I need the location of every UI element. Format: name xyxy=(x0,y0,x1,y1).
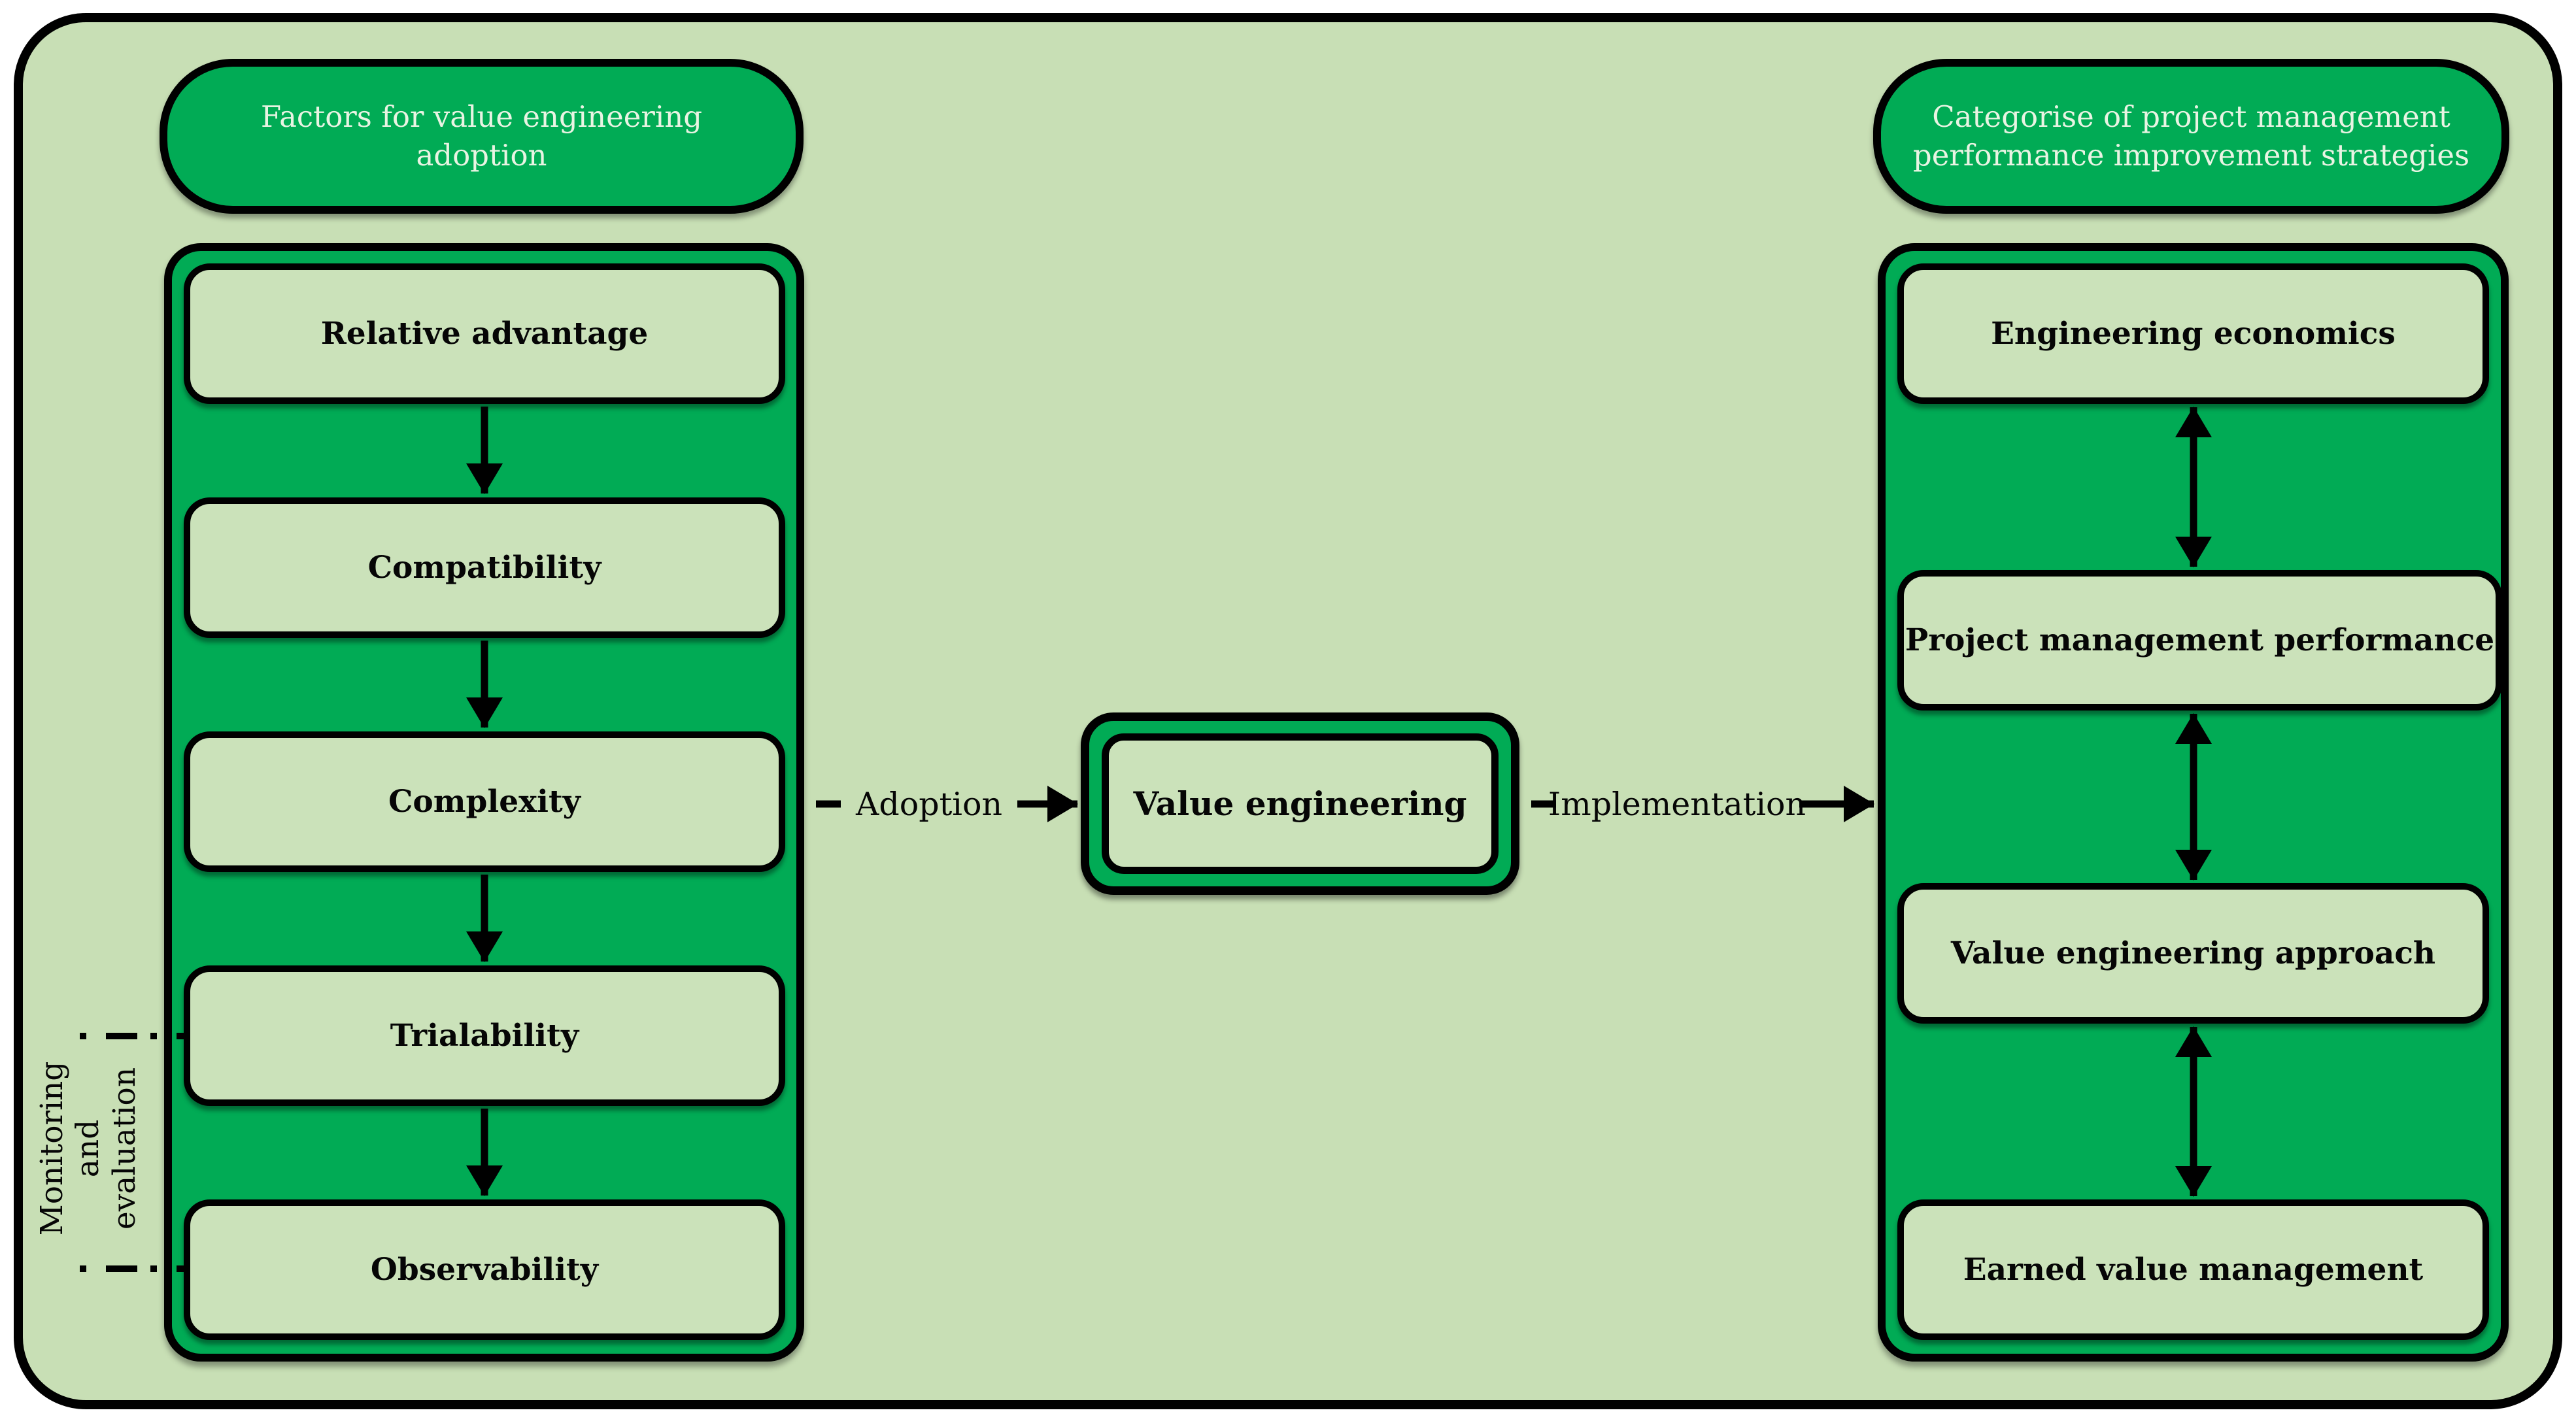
node-compatibility: Compatibility xyxy=(184,497,785,638)
left-header-label: Factors for value engineering adoption xyxy=(260,99,703,173)
right-header-pill: Categorise of project management perform… xyxy=(1873,59,2509,214)
value-engineering-box-frame: Value engineering xyxy=(1081,712,1519,895)
node-value-engineering-approach: Value engineering approach xyxy=(1897,883,2489,1024)
left-header-pill: Factors for value engineering adoption xyxy=(160,59,804,214)
node-relative-advantage: Relative advantage xyxy=(184,263,785,404)
node-earned-value-management: Earned value management xyxy=(1897,1199,2489,1340)
right-group-container xyxy=(1878,243,2509,1362)
adoption-label: Adoption xyxy=(855,785,1003,823)
monitoring-evaluation-line2: and xyxy=(70,1119,107,1178)
node-engineering-economics: Engineering economics xyxy=(1897,263,2489,404)
value-engineering-box: Value engineering xyxy=(1102,733,1499,874)
implementation-label: Implementation xyxy=(1548,785,1806,823)
monitoring-evaluation-line3: evaluation xyxy=(106,1067,143,1230)
monitoring-evaluation-line1: Monitoring xyxy=(33,1061,70,1236)
node-trialability: Trialability xyxy=(184,965,785,1106)
node-observability: Observability xyxy=(184,1199,785,1340)
node-complexity: Complexity xyxy=(184,731,785,872)
node-project-management-performance: Project management performance xyxy=(1897,570,2502,711)
right-header-label: Categorise of project management perform… xyxy=(1912,99,2470,173)
monitoring-evaluation-label: Monitoring and evaluation xyxy=(33,1031,144,1266)
